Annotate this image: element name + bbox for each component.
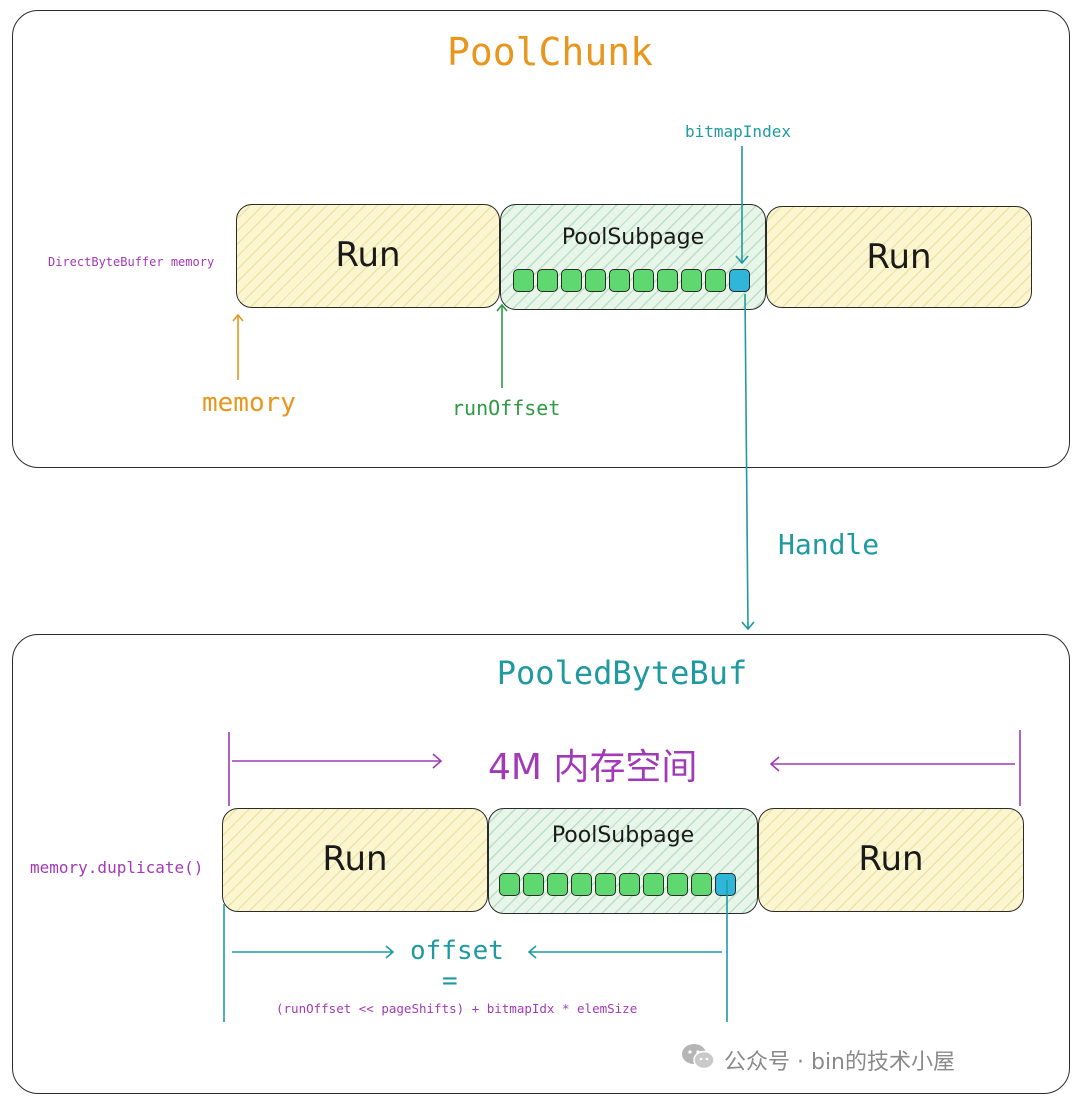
bitmap-cell: [523, 873, 544, 896]
bitmap-cell: [705, 269, 726, 292]
wechat-icon: [680, 1042, 716, 1072]
bitmap-cell: [633, 269, 654, 292]
bitmap-cell: [571, 873, 592, 896]
bitmap-cell: [619, 873, 640, 896]
bitmap-index-label: bitmapIndex: [685, 122, 791, 141]
bottom-pool-subpage-label: PoolSubpage: [551, 823, 695, 848]
offset-label: offset: [410, 936, 504, 966]
top-left-run-label: Run: [335, 235, 401, 275]
duplicate-label: memory.duplicate(): [30, 858, 204, 877]
bitmap-cell: [547, 873, 568, 896]
span-label: 4M 内存空间: [488, 747, 698, 788]
bottom-pool-subpage: PoolSubpage: [488, 808, 758, 914]
equals-label: =: [442, 966, 458, 996]
top-left-run: Run: [236, 204, 500, 308]
bitmap-cell: [657, 269, 678, 292]
memory-label: memory: [202, 388, 296, 418]
bitmap-cell-selected: [715, 873, 736, 896]
bottom-right-run-label: Run: [858, 839, 924, 879]
bottom-left-run-label: Run: [322, 839, 388, 879]
bottom-bitmap-cells: [499, 873, 736, 896]
bitmap-cell: [681, 269, 702, 292]
bitmap-cell: [667, 873, 688, 896]
bottom-right-run: Run: [758, 808, 1024, 912]
run-offset-label: runOffset: [452, 396, 561, 420]
top-right-run-label: Run: [866, 237, 932, 277]
handle-arrow: [741, 293, 755, 631]
bitmap-cell: [595, 873, 616, 896]
bitmap-cell: [585, 269, 606, 292]
top-bitmap-cells: [513, 269, 750, 292]
offset-formula: (runOffset << pageShifts) + bitmapIdx * …: [276, 1001, 638, 1016]
bitmap-cell: [643, 873, 664, 896]
bitmap-cell: [537, 269, 558, 292]
watermark-text: 公众号 · bin的技术小屋: [724, 1050, 956, 1075]
handle-label: Handle: [778, 528, 880, 561]
bitmap-cell-selected: [729, 269, 750, 292]
bitmap-cell: [691, 873, 712, 896]
bottom-left-run: Run: [222, 808, 488, 912]
bitmap-cell: [513, 269, 534, 292]
top-pool-subpage: PoolSubpage: [500, 204, 766, 310]
top-right-run: Run: [766, 206, 1032, 308]
top-pool-subpage-label: PoolSubpage: [561, 225, 705, 250]
bitmap-cell: [561, 269, 582, 292]
poolchunk-title: PoolChunk: [447, 30, 653, 74]
direct-byte-buffer-label: DirectByteBuffer memory: [48, 255, 215, 269]
pooledbytebuf-title: PooledByteBuf: [496, 654, 748, 692]
bitmap-cell: [609, 269, 630, 292]
bitmap-cell: [499, 873, 520, 896]
